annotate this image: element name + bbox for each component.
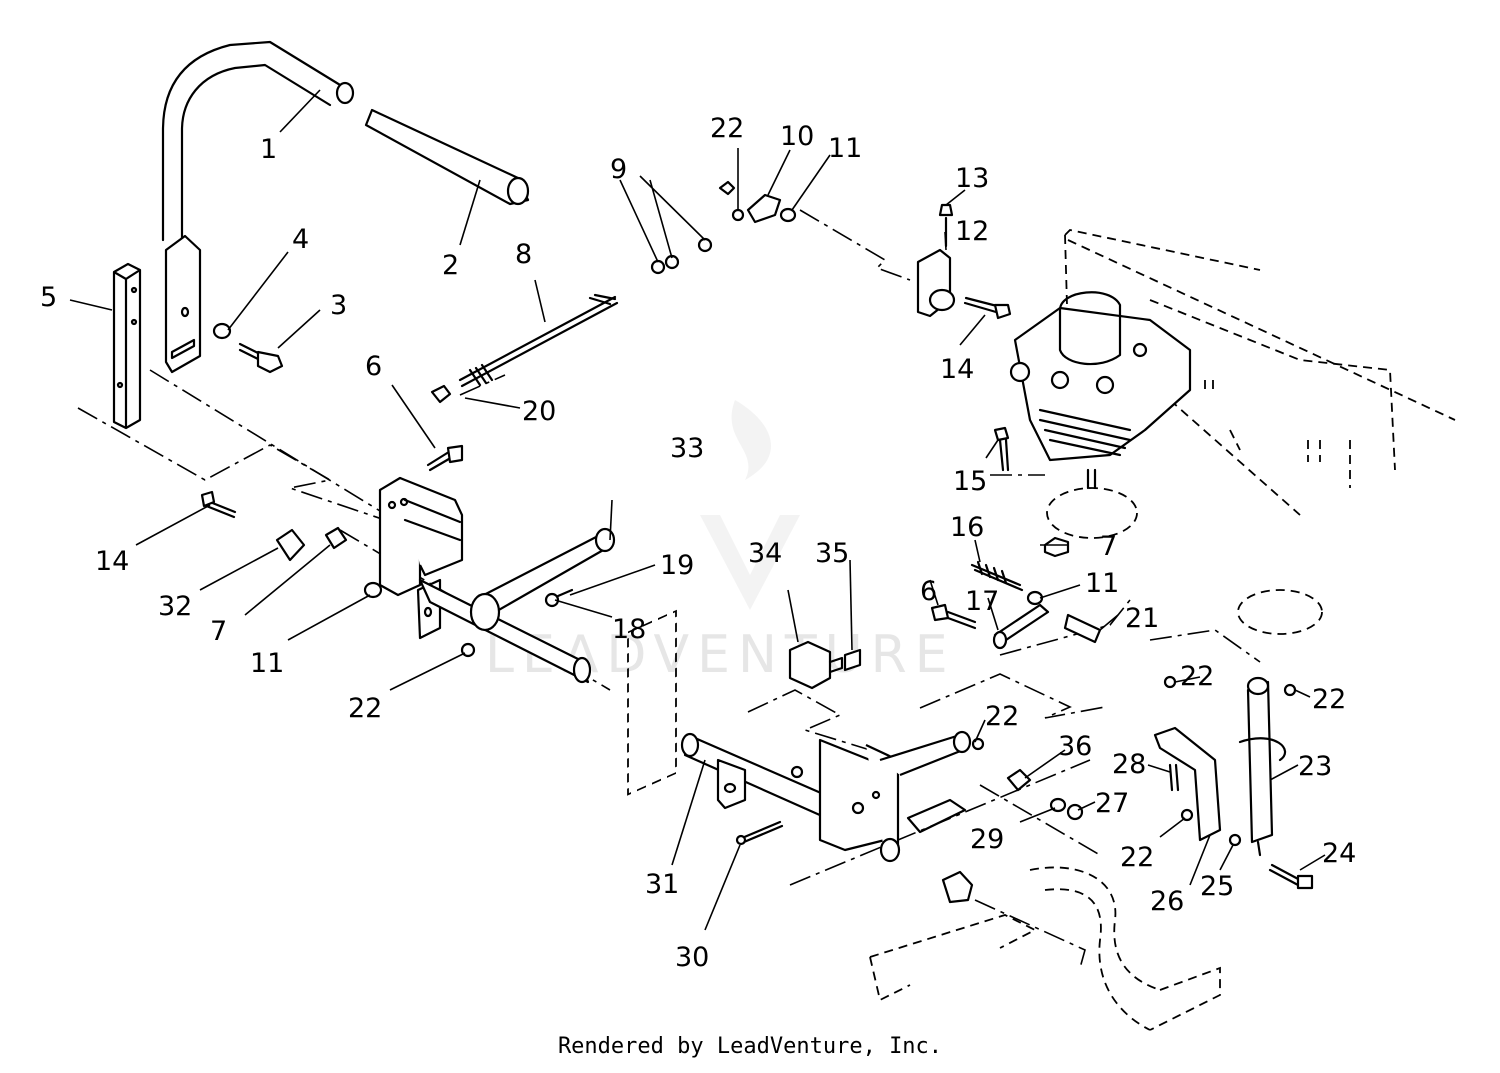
- callout-4: 4: [292, 224, 309, 255]
- callout-3: 3: [330, 290, 347, 321]
- callout-14: 14: [95, 546, 129, 577]
- safety-switch: [788, 640, 832, 690]
- callout-31: 31: [645, 869, 679, 900]
- callout-11: 11: [828, 133, 862, 164]
- watermark-logo: [700, 400, 800, 610]
- callout-23: 23: [1298, 751, 1332, 782]
- callout-15: 15: [953, 466, 987, 497]
- callout-33: 33: [670, 433, 704, 464]
- handle-bar: [161, 40, 347, 244]
- control-rod: [458, 295, 619, 388]
- callout-21: 21: [1125, 603, 1159, 634]
- grip-end: [506, 176, 530, 206]
- render-credit: Rendered by LeadVenture, Inc.: [557, 1034, 943, 1059]
- nut: [650, 259, 666, 275]
- callout-35: 35: [815, 538, 849, 569]
- rod-end: [746, 193, 782, 224]
- callout-8: 8: [515, 239, 532, 270]
- callout-36: 36: [1058, 731, 1092, 762]
- callout-26: 26: [1150, 886, 1184, 917]
- callout-22: 22: [1180, 661, 1214, 692]
- leader-lines: [69, 89, 1326, 931]
- callout-2: 2: [442, 250, 459, 281]
- callout-17: 17: [965, 586, 999, 617]
- callout-18: 18: [612, 614, 646, 645]
- collar: [941, 870, 974, 904]
- handle-mount-plate: [164, 234, 202, 374]
- callout-22: 22: [710, 113, 744, 144]
- gas-spring: [1246, 680, 1274, 844]
- callout-20: 20: [522, 396, 556, 427]
- callout-7: 7: [210, 616, 227, 647]
- callout-22: 22: [1312, 684, 1346, 715]
- callout-6: 6: [365, 351, 382, 382]
- transaxle-unit: [1009, 291, 1192, 539]
- callout-34: 34: [748, 538, 782, 569]
- callout-12: 12: [955, 216, 989, 247]
- callout-30: 30: [675, 942, 709, 973]
- right-bracket: [1153, 726, 1222, 842]
- frame-outlines: [627, 229, 1456, 1031]
- callout-5: 5: [40, 282, 57, 313]
- handle-end: [335, 81, 355, 105]
- callout-14: 14: [940, 354, 974, 385]
- callout-29: 29: [970, 824, 1004, 855]
- callout-16: 16: [950, 512, 984, 543]
- nut-7: [1043, 536, 1070, 558]
- callout-1: 1: [260, 134, 277, 165]
- callout-24: 24: [1322, 838, 1356, 869]
- callout-22: 22: [985, 701, 1019, 732]
- callout-13: 13: [955, 163, 989, 194]
- callout-25: 25: [1200, 871, 1234, 902]
- callout-11: 11: [1085, 568, 1119, 599]
- callout-10: 10: [780, 121, 814, 152]
- callout-11: 11: [250, 648, 284, 679]
- washer: [212, 322, 232, 340]
- callout-6: 6: [920, 576, 937, 607]
- callout-7: 7: [1100, 531, 1117, 562]
- callout-28: 28: [1112, 749, 1146, 780]
- callout-9: 9: [610, 154, 627, 185]
- callout-32: 32: [158, 591, 192, 622]
- callout-27: 27: [1095, 788, 1129, 819]
- callout-22: 22: [348, 693, 382, 724]
- callout-22: 22: [1120, 842, 1154, 873]
- callout-19: 19: [660, 550, 694, 581]
- callout-labels: 1 2 3 4 5 6 6 7 7 8 9 10 11 11 11 12 13 …: [40, 113, 1356, 973]
- grip: [364, 108, 530, 206]
